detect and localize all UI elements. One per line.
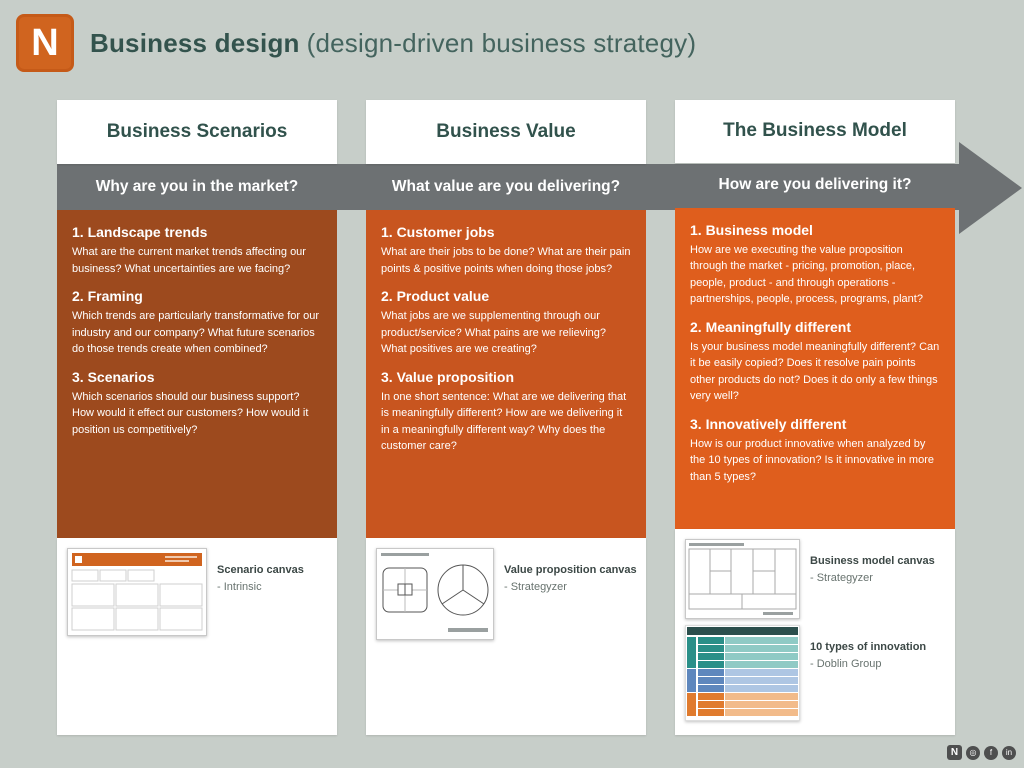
column-header: Business Value <box>366 100 646 164</box>
section-meaningfully-different: 2. Meaningfully different Is your busine… <box>690 319 940 405</box>
section-body: In one short sentence: What are we deliv… <box>381 390 627 453</box>
section-heading: 2. Product value <box>381 288 490 304</box>
section-heading: 3. Innovatively different <box>690 415 847 432</box>
section-business-model: 1. Business model How are we executing t… <box>690 222 940 308</box>
mini-footer: N ◎ f in <box>947 745 1016 760</box>
section-heading: 2. Meaningfully different <box>690 318 852 335</box>
columns: Business Scenarios Why are you in the ma… <box>57 100 955 735</box>
reference-name: Business model canvas <box>810 555 935 567</box>
reference-credit: - Intrinsic <box>217 581 262 593</box>
value-proposition-canvas-thumbnail <box>376 548 494 640</box>
question-text: Why are you in the market? <box>95 178 299 195</box>
section-body: How are we executing the value propositi… <box>690 243 923 306</box>
column-question: What value are you delivering? <box>366 164 646 210</box>
column-footer: Business model canvas - Strategyzer <box>675 529 955 735</box>
business-model-canvas-thumbnail <box>685 539 800 619</box>
footer-brand-logo: N <box>947 745 962 760</box>
reference-value-proposition-canvas: Value proposition canvas - Strategyzer <box>376 548 638 640</box>
column-content-box: 1. Customer jobs What are their jobs to … <box>366 210 646 538</box>
column-title: Business Value <box>436 121 576 142</box>
page-title-main: Business design <box>90 27 300 58</box>
brand-logo-letter: N <box>31 21 59 64</box>
section-heading: 1. Landscape trends <box>72 224 208 240</box>
reference-text: Value proposition canvas - Strategyzer <box>504 548 637 640</box>
reference-credit: - Strategyzer <box>504 581 567 593</box>
page-title: Business design(design-driven business s… <box>90 28 696 59</box>
section-body: Which trends are particularly transforma… <box>72 310 319 355</box>
section-framing: 2. Framing Which trends are particularly… <box>72 288 322 358</box>
process-arrow <box>57 142 1022 234</box>
section-heading: 2. Framing <box>72 288 143 304</box>
column-content-box: 1. Business model How are we executing t… <box>675 207 955 529</box>
reference-name: 10 types of innovation <box>810 641 927 653</box>
reference-business-model-canvas: Business model canvas - Strategyzer <box>685 539 947 619</box>
reference-scenario-canvas: Scenario canvas - Intrinsic <box>67 548 329 636</box>
section-customer-jobs: 1. Customer jobs What are their jobs to … <box>381 224 631 277</box>
section-body: What are the current market trends affec… <box>72 246 306 275</box>
column-content-box: 1. Landscape trends What are the current… <box>57 210 337 538</box>
section-body: What jobs are we supplementing through o… <box>381 310 607 355</box>
column-header: Business Scenarios <box>57 100 337 164</box>
section-heading: 1. Business model <box>690 221 813 238</box>
section-heading: 3. Scenarios <box>72 368 155 385</box>
reference-name: Scenario canvas <box>217 564 304 576</box>
column-business-scenarios: Business Scenarios Why are you in the ma… <box>57 100 337 735</box>
reference-text: Business model canvas - Strategyzer <box>810 539 935 619</box>
header: N Business design(design-driven business… <box>16 14 696 72</box>
column-question: How are you delivering it? <box>675 163 955 208</box>
scenario-canvas-thumbnail <box>67 548 207 636</box>
reference-name: Value proposition canvas <box>504 564 637 576</box>
section-product-value: 2. Product value What jobs are we supple… <box>381 288 631 358</box>
linkedin-icon: in <box>1002 745 1016 760</box>
column-footer: Value proposition canvas - Strategyzer <box>366 538 646 735</box>
section-innovatively-different: 3. Innovatively different How is our pro… <box>690 416 940 486</box>
section-heading: 1. Customer jobs <box>381 224 495 240</box>
ten-types-innovation-thumbnail <box>685 625 800 721</box>
reference-text: Scenario canvas - Intrinsic <box>217 548 304 636</box>
reference-credit: - Strategyzer <box>810 572 873 584</box>
column-question: Why are you in the market? <box>57 164 337 210</box>
column-title: The Business Model <box>723 120 907 142</box>
section-heading: 3. Value proposition <box>381 368 515 385</box>
instagram-icon: ◎ <box>966 745 980 760</box>
section-body: How is our product innovative when analy… <box>690 437 934 483</box>
reference-ten-types: 10 types of innovation - Doblin Group <box>685 625 947 721</box>
section-body: Which scenarios should our business supp… <box>72 390 309 436</box>
question-text: How are you delivering it? <box>718 176 912 194</box>
arrow-head <box>959 142 1022 234</box>
column-business-model: The Business Model How are you deliverin… <box>675 100 955 735</box>
page-title-subtitle: (design-driven business strategy) <box>306 27 697 58</box>
column-business-value: Business Value What value are you delive… <box>366 100 646 735</box>
reference-text: 10 types of innovation - Doblin Group <box>810 625 926 721</box>
brand-logo: N <box>16 14 74 72</box>
section-body: What are their jobs to be done? What are… <box>381 246 631 275</box>
section-scenarios: 3. Scenarios Which scenarios should our … <box>72 369 322 439</box>
column-title: Business Scenarios <box>106 121 288 142</box>
reference-credit: - Doblin Group <box>810 658 882 670</box>
section-landscape-trends: 1. Landscape trends What are the current… <box>72 224 322 277</box>
section-value-proposition: 3. Value proposition In one short senten… <box>381 369 631 455</box>
column-footer: Scenario canvas - Intrinsic <box>57 538 337 735</box>
section-body: Is your business model meaningfully diff… <box>690 340 940 403</box>
facebook-icon: f <box>984 745 998 760</box>
column-header: The Business Model <box>675 100 955 163</box>
question-text: What value are you delivering? <box>391 178 621 195</box>
